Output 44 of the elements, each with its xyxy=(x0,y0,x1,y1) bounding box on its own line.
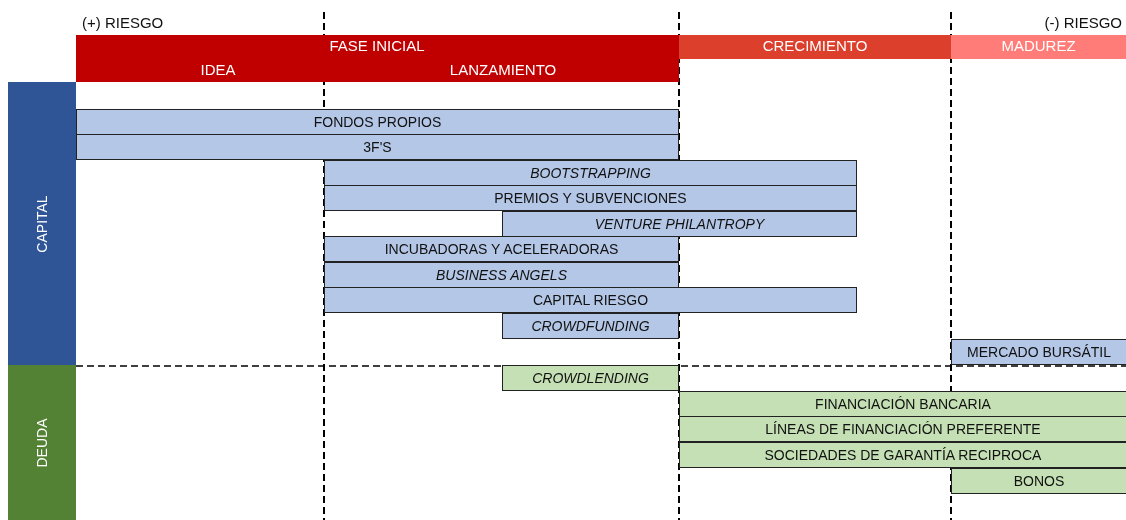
financing-bar xyxy=(951,339,1126,365)
financing-label: CROWDFUNDING xyxy=(531,318,650,334)
financing-label: CROWDLENDING xyxy=(532,370,649,386)
financing-bar xyxy=(502,211,857,237)
phase-label: MADUREZ xyxy=(1001,37,1076,54)
phase-label: FASE INICIAL xyxy=(329,37,425,54)
phase-label: LANZAMIENTO xyxy=(449,61,557,78)
financing-label: INCUBADORAS Y ACELERADORAS xyxy=(384,241,619,257)
category-band xyxy=(8,365,76,520)
phase-label: CRECIMIENTO xyxy=(762,37,868,54)
financing-label: PREMIOS Y SUBVENCIONES xyxy=(494,190,687,206)
category-band xyxy=(8,82,76,365)
phase-label: IDEA xyxy=(200,61,236,78)
financing-bar xyxy=(324,262,679,288)
financing-label: 3F'S xyxy=(363,139,392,155)
financing-bar xyxy=(679,416,1126,442)
financing-label: FONDOS PROPIOS xyxy=(313,114,442,130)
financing-bar xyxy=(76,109,679,135)
category-label: DEUDA xyxy=(34,418,50,467)
financing-bar xyxy=(324,236,679,262)
risk-label: (+) RIESGO xyxy=(82,14,164,31)
financing-bar xyxy=(76,134,679,160)
financing-bar xyxy=(679,391,1126,417)
financing-bar xyxy=(951,468,1126,494)
financing-label: MERCADO BURSÁTIL xyxy=(967,344,1111,360)
category-label: CAPITAL xyxy=(34,194,50,253)
financing-bar xyxy=(324,185,857,211)
financing-label: CAPITAL RIESGO xyxy=(532,292,649,308)
risk-label: (-) RIESGO xyxy=(1044,14,1122,31)
financing-label: LÍNEAS DE FINANCIACIÓN PREFERENTE xyxy=(765,421,1041,437)
financing-label: FINANCIACIÓN BANCARIA xyxy=(815,396,991,412)
financing-bar xyxy=(324,287,857,313)
financing-bar xyxy=(502,313,679,339)
financing-label: VENTURE PHILANTROPY xyxy=(594,216,765,232)
phase-band xyxy=(679,35,951,59)
financing-label: BUSINESS ANGELS xyxy=(436,267,567,283)
financing-bar xyxy=(324,160,857,186)
financing-bar xyxy=(679,442,1126,468)
phase-band xyxy=(951,35,1126,59)
financing-label: BONOS xyxy=(1013,473,1065,489)
financing-label: BOOTSTRAPPING xyxy=(530,165,651,181)
phase-band xyxy=(76,35,679,82)
financing-bar xyxy=(502,365,679,391)
financing-label: SOCIEDADES DE GARANTÍA RECIPROCA xyxy=(764,447,1042,463)
